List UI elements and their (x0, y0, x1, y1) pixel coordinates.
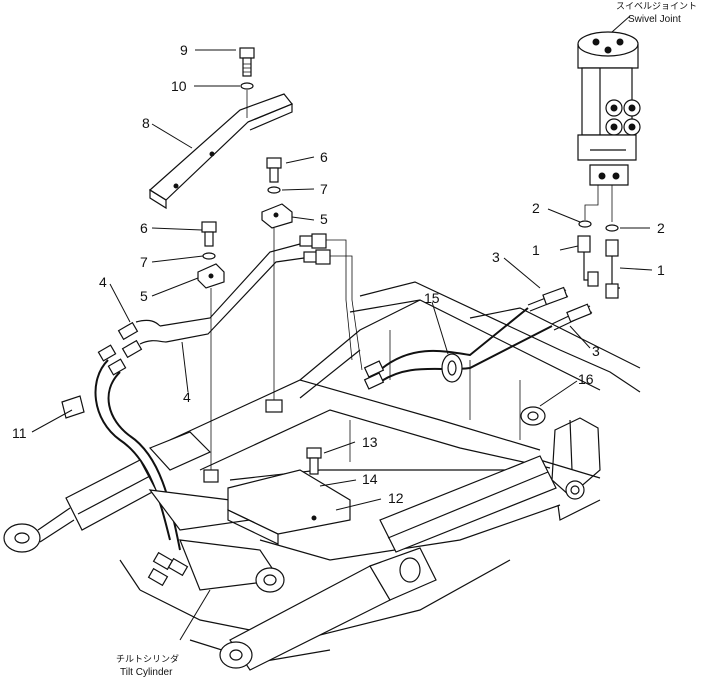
callout-7-lower: 7 (140, 254, 148, 270)
tilt-cylinder-label-en: Tilt Cylinder (120, 667, 173, 678)
callout-2-left: 2 (532, 200, 540, 216)
callout-1-left: 1 (532, 242, 540, 258)
callout-4-lower: 4 (183, 389, 191, 405)
callout-8: 8 (142, 115, 150, 131)
clamp-set-upper (261, 157, 293, 413)
hoses-3 (527, 286, 593, 331)
callout-1-right: 1 (657, 262, 665, 278)
callout-13: 13 (362, 434, 378, 450)
tilt-cylinder-label-ja: チルトシリンダ (116, 653, 179, 665)
callout-3-lower: 3 (592, 343, 600, 359)
callout-14: 14 (362, 471, 378, 487)
swivel-joint-label-en: Swivel Joint (628, 14, 681, 25)
hoses-15 (363, 307, 553, 390)
callout-3-upper: 3 (492, 249, 500, 265)
plate-12 (227, 469, 351, 545)
cover-plate-8 (149, 93, 293, 210)
callout-10: 10 (171, 78, 187, 94)
bolt-9 (239, 47, 255, 77)
callout-5-lower: 5 (140, 288, 148, 304)
callout-9: 9 (180, 42, 188, 58)
grommet-16 (520, 406, 546, 426)
clamp-set-lower (197, 221, 225, 483)
callout-12: 12 (388, 490, 404, 506)
callout-11: 11 (12, 425, 27, 441)
swivel-joint-label-ja: スイベルジョイント (616, 2, 697, 12)
callout-6-upper: 6 (320, 149, 328, 165)
callout-numbers: 9 10 8 6 7 5 6 7 5 4 4 11 12 13 14 15 16… (12, 42, 665, 506)
pipes-4 (117, 233, 363, 371)
leader-lines (31, 15, 653, 641)
callout-16: 16 (578, 371, 594, 387)
bolt-13 (306, 447, 322, 475)
tilt-cylinder (3, 431, 557, 671)
swivel-joint (577, 31, 641, 222)
callout-15: 15 (424, 290, 440, 306)
callout-7-upper: 7 (320, 181, 328, 197)
swivel-fittings (577, 220, 620, 299)
callout-4-upper: 4 (99, 274, 107, 290)
main-frame (119, 281, 641, 663)
callout-6-lower: 6 (140, 220, 148, 236)
callout-2-right: 2 (657, 220, 665, 236)
component-captions: スイベルジョイント Swivel Joint チルトシリンダ Tilt Cyli… (116, 2, 697, 678)
callout-5-upper: 5 (320, 211, 328, 227)
washer-10 (240, 82, 254, 90)
